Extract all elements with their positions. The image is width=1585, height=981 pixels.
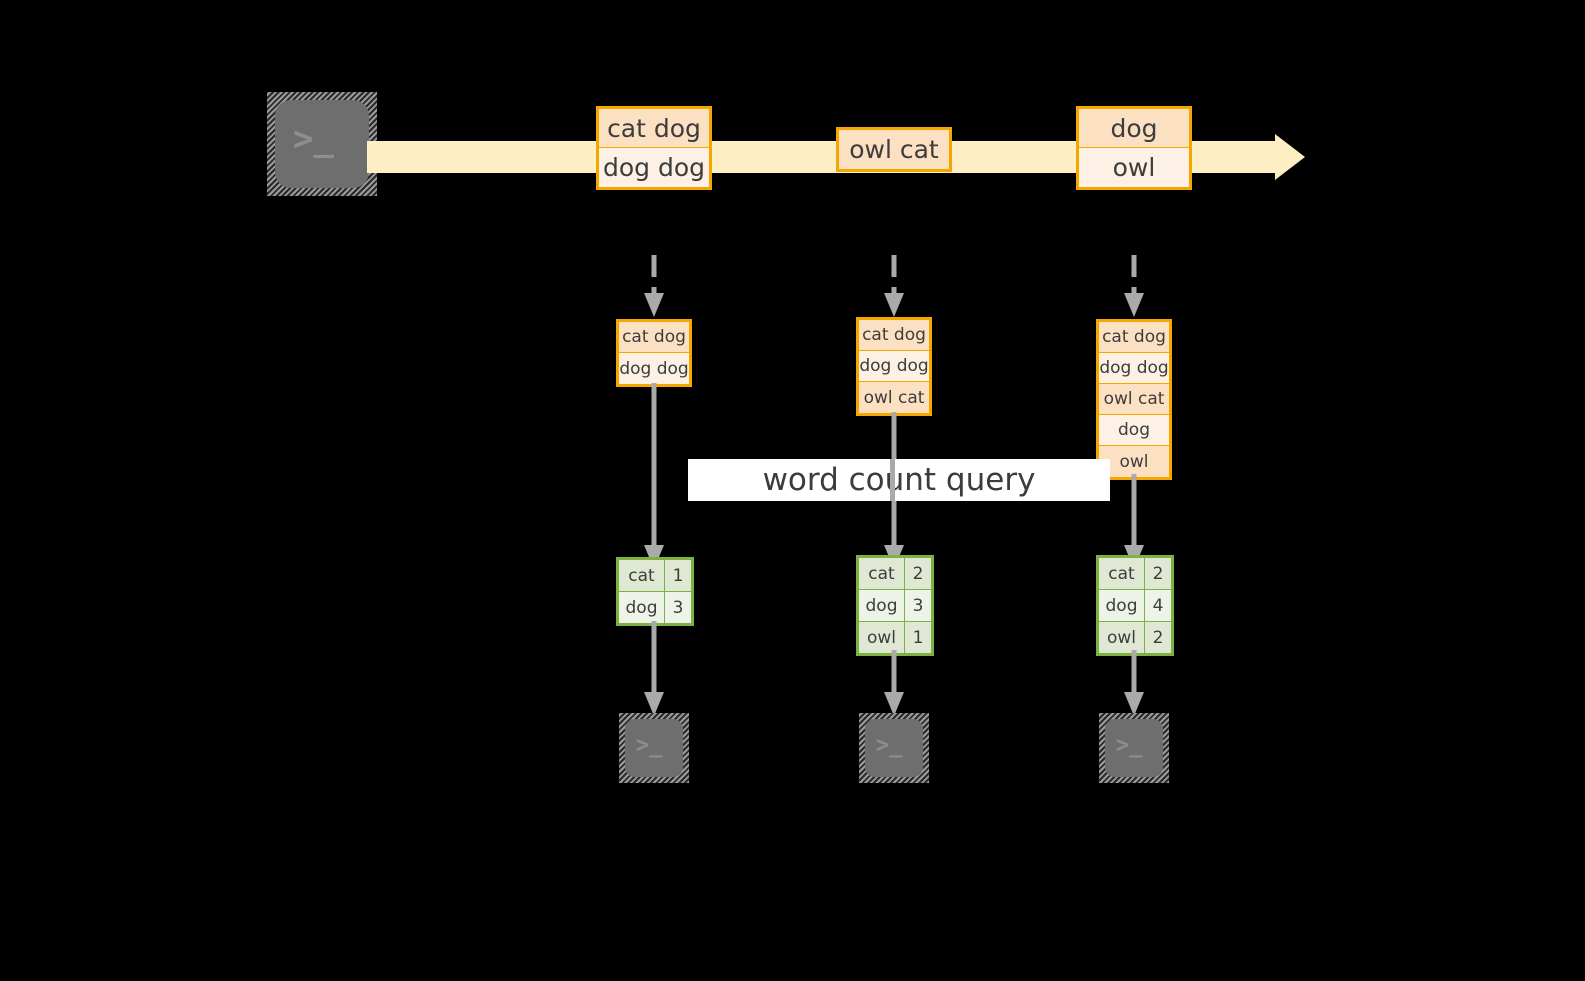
result-count: 2 bbox=[1145, 622, 1171, 653]
table-row: dog 3 bbox=[859, 590, 931, 622]
stream-record-line: dog dog bbox=[599, 148, 709, 187]
result-count: 1 bbox=[665, 560, 691, 591]
terminal-prompt-glyph: >_ bbox=[1116, 733, 1143, 758]
producer-terminal-icon: >_ bbox=[267, 92, 377, 196]
snapshot-row: cat dog bbox=[619, 322, 689, 353]
stream-record-1: cat dog dog dog bbox=[596, 106, 712, 190]
query-label-text: word count query bbox=[762, 462, 1036, 498]
table-row: dog 3 bbox=[619, 592, 691, 623]
result-word: dog bbox=[1099, 590, 1145, 621]
snapshot-row: dog dog bbox=[1099, 353, 1169, 384]
terminal-screen: >_ bbox=[625, 719, 683, 777]
result-count: 2 bbox=[905, 558, 931, 589]
stream-record-line: owl cat bbox=[839, 130, 949, 169]
result-word: dog bbox=[859, 590, 905, 621]
result-count: 1 bbox=[905, 622, 931, 653]
result-count: 3 bbox=[665, 592, 691, 623]
result-word: dog bbox=[619, 592, 665, 623]
snapshot-1-stack: cat dog dog dog bbox=[616, 319, 692, 387]
table-row: owl 2 bbox=[1099, 622, 1171, 653]
table-row: cat 1 bbox=[619, 560, 691, 592]
result-count: 3 bbox=[905, 590, 931, 621]
result-word: owl bbox=[859, 622, 905, 653]
result-to-consumer-arrow-1 bbox=[642, 621, 666, 716]
result-word: cat bbox=[859, 558, 905, 589]
result-count: 2 bbox=[1145, 558, 1171, 589]
result-table-1: cat 1 dog 3 bbox=[616, 557, 694, 626]
terminal-prompt-glyph: >_ bbox=[293, 119, 334, 159]
snapshot-row: cat dog bbox=[1099, 322, 1169, 353]
consumer-terminal-icon-3: >_ bbox=[1099, 713, 1169, 783]
snapshot-row: owl bbox=[1099, 446, 1169, 477]
stream-to-snapshot-arrow-2 bbox=[882, 255, 906, 320]
result-word: owl bbox=[1099, 622, 1145, 653]
terminal-screen: >_ bbox=[275, 100, 369, 188]
result-to-consumer-arrow-3 bbox=[1122, 650, 1146, 716]
snapshot-2-stack: cat dog dog dog owl cat bbox=[856, 317, 932, 416]
table-row: cat 2 bbox=[859, 558, 931, 590]
table-row: cat 2 bbox=[1099, 558, 1171, 590]
stream-record-line: cat dog bbox=[599, 109, 709, 148]
result-word: cat bbox=[619, 560, 665, 591]
snapshot-row: owl cat bbox=[1099, 384, 1169, 415]
snapshot-row: dog dog bbox=[619, 353, 689, 384]
snapshot-3-stack: cat dog dog dog owl cat dog owl bbox=[1096, 319, 1172, 480]
snapshot-row: dog bbox=[1099, 415, 1169, 446]
result-to-consumer-arrow-2 bbox=[882, 650, 906, 716]
snapshot-row: owl cat bbox=[859, 382, 929, 413]
result-count: 4 bbox=[1145, 590, 1171, 621]
stream-record-line: owl bbox=[1079, 148, 1189, 187]
terminal-prompt-glyph: >_ bbox=[636, 733, 663, 758]
stream-to-snapshot-arrow-1 bbox=[642, 255, 666, 320]
snapshot-to-result-arrow-1 bbox=[642, 383, 666, 569]
terminal-screen: >_ bbox=[865, 719, 923, 777]
table-row: owl 1 bbox=[859, 622, 931, 653]
result-table-2: cat 2 dog 3 owl 1 bbox=[856, 555, 934, 656]
stream-record-line: dog bbox=[1079, 109, 1189, 148]
consumer-terminal-icon-2: >_ bbox=[859, 713, 929, 783]
terminal-prompt-glyph: >_ bbox=[876, 733, 903, 758]
consumer-terminal-icon-1: >_ bbox=[619, 713, 689, 783]
result-word: cat bbox=[1099, 558, 1145, 589]
query-label: word count query bbox=[688, 459, 1110, 501]
query-label-overlapping-arrow-segment bbox=[890, 459, 895, 501]
snapshot-row: dog dog bbox=[859, 351, 929, 382]
stream-to-snapshot-arrow-3 bbox=[1122, 255, 1146, 320]
snapshot-row: cat dog bbox=[859, 320, 929, 351]
table-row: dog 4 bbox=[1099, 590, 1171, 622]
stream-record-2: owl cat bbox=[836, 127, 952, 172]
terminal-screen: >_ bbox=[1105, 719, 1163, 777]
result-table-3: cat 2 dog 4 owl 2 bbox=[1096, 555, 1174, 656]
stream-record-3: dog owl bbox=[1076, 106, 1192, 190]
